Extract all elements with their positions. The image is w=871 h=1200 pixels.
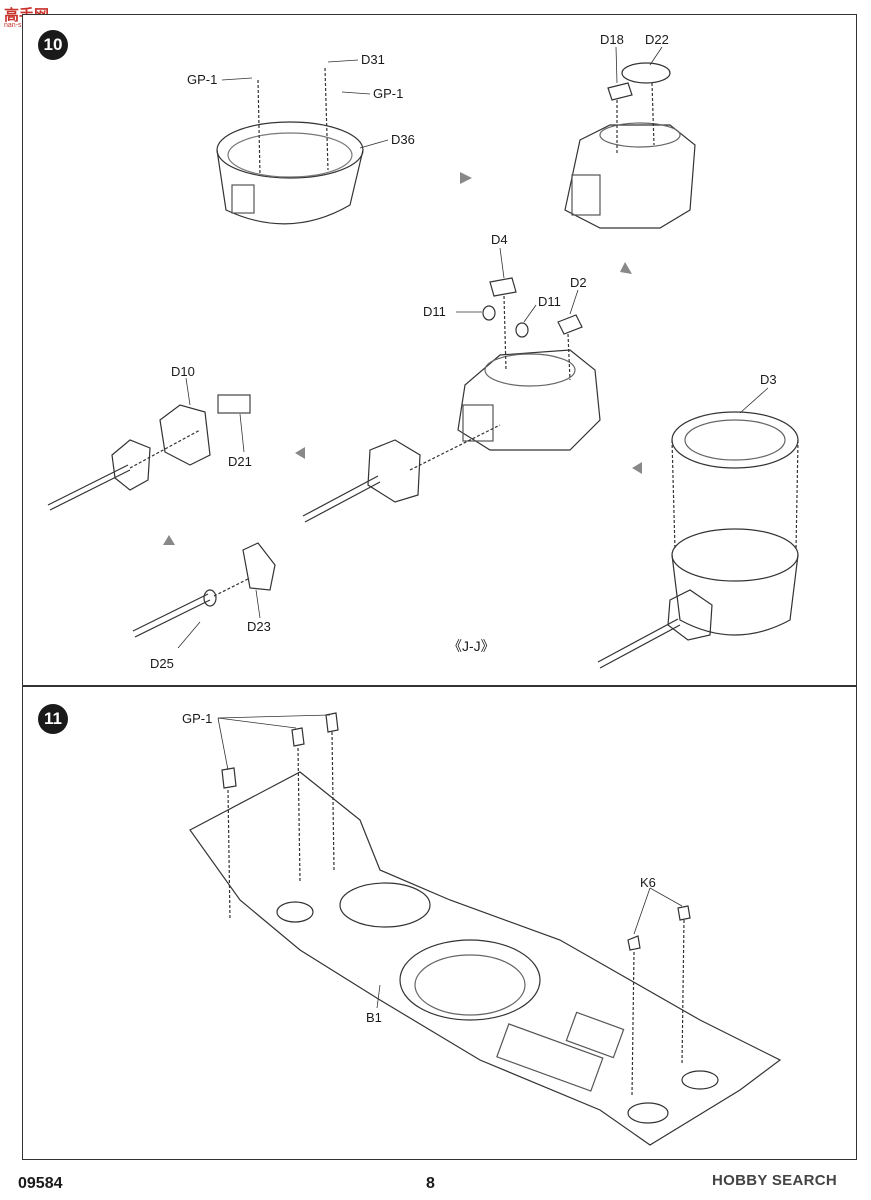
middle-turret-drawing — [457, 277, 601, 451]
gun-assembly-drawing — [302, 424, 501, 523]
section-view-label: 《J-J》 — [448, 638, 495, 654]
label-d11-b: D11 — [538, 294, 561, 309]
gun-mantlet-drawing — [47, 394, 251, 511]
hull-plate-drawing — [189, 712, 782, 1146]
label-d36: D36 — [391, 132, 415, 147]
step-10-panel — [22, 14, 857, 686]
label-d25: D25 — [150, 656, 174, 671]
step-10-badge: 10 — [38, 30, 68, 60]
label-d3: D3 — [760, 372, 777, 387]
page-number: 8 — [426, 1175, 435, 1192]
label-gp1-a: GP-1 — [187, 72, 218, 87]
label-d23: D23 — [247, 619, 271, 634]
label-d4: D4 — [491, 232, 508, 247]
gun-barrel-drawing — [132, 542, 276, 638]
label-d11-a: D11 — [423, 304, 446, 319]
label-gp1-c: GP-1 — [182, 711, 213, 726]
leader-lines — [177, 46, 769, 1009]
label-d18: D18 — [600, 32, 624, 47]
label-d21: D21 — [228, 454, 252, 469]
direction-arrows — [163, 172, 642, 545]
label-d31: D31 — [361, 52, 385, 67]
step-11-badge: 11 — [38, 704, 68, 734]
kit-number: 09584 — [18, 1175, 63, 1192]
label-k6: K6 — [640, 875, 656, 890]
label-d2: D2 — [570, 275, 587, 290]
cupola-drawing — [564, 62, 696, 229]
turret-with-ring-drawing — [597, 411, 799, 669]
label-d10: D10 — [171, 364, 195, 379]
label-b1: B1 — [366, 1010, 382, 1025]
hobby-search-logo: HOBBY SEARCH — [712, 1172, 838, 1189]
label-gp1-b: GP-1 — [373, 86, 404, 101]
label-d22: D22 — [645, 32, 669, 47]
turret-ring-drawing — [216, 67, 364, 225]
